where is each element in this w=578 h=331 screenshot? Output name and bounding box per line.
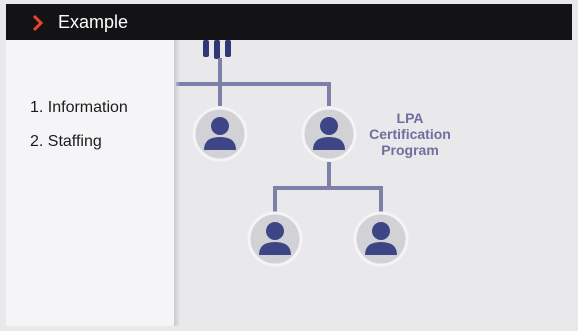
person-node-2 bbox=[301, 106, 357, 162]
caption-line: Program bbox=[381, 142, 439, 158]
person-node-4 bbox=[353, 211, 409, 267]
org-connectors bbox=[176, 58, 383, 212]
person-node-1 bbox=[192, 106, 248, 162]
sidebar-divider bbox=[174, 40, 180, 326]
lpa-program-caption: LPA Certification Program bbox=[360, 110, 460, 158]
caption-line: Certification bbox=[369, 126, 451, 142]
sidebar-menu: 1. Information 2. Staffing bbox=[30, 98, 128, 166]
caption-line: LPA bbox=[396, 110, 424, 126]
person-node-3 bbox=[247, 211, 303, 267]
chevron-right-icon bbox=[32, 15, 44, 31]
sidebar-item-information[interactable]: 1. Information bbox=[30, 99, 128, 116]
sidebar-item-staffing[interactable]: 2. Staffing bbox=[30, 133, 102, 150]
root-node-icon bbox=[203, 40, 231, 59]
page-title: Example bbox=[58, 12, 129, 32]
sidebar bbox=[6, 40, 174, 326]
header-bar: Example bbox=[6, 4, 572, 40]
